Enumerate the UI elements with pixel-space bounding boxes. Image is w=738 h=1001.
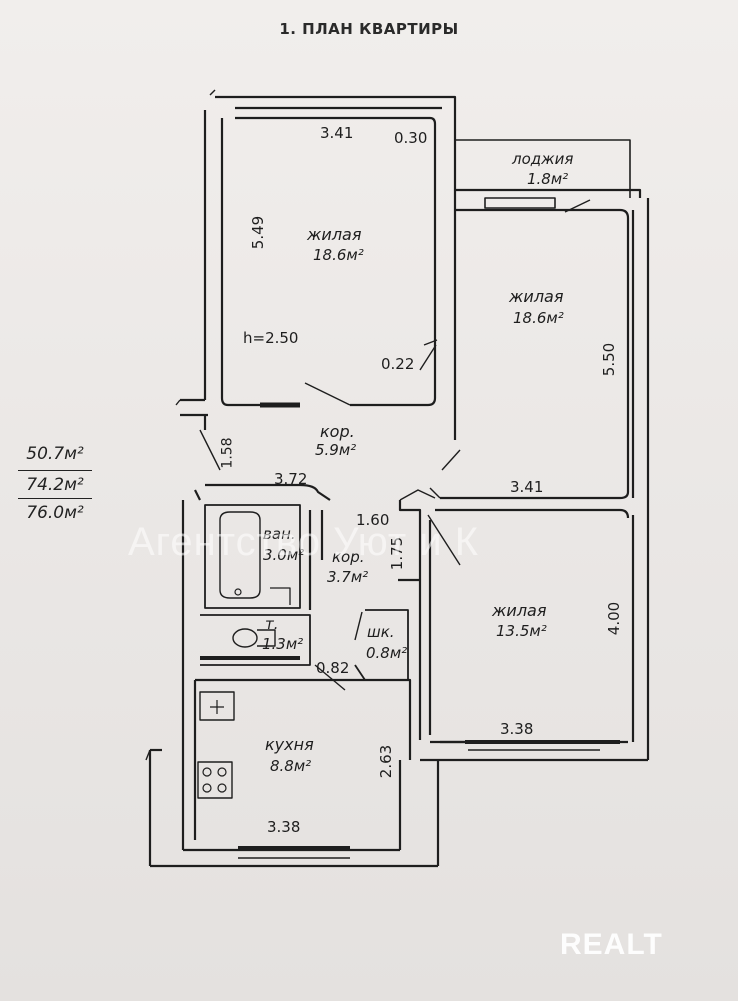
room-corridor-1-name: кор. xyxy=(320,422,355,441)
dim-living2-length: 5.50 xyxy=(600,342,619,377)
area-living: 50.7м² xyxy=(26,444,84,464)
dim-living3-length: 4.00 xyxy=(605,601,624,636)
area-total-full: 76.0м² xyxy=(18,498,92,522)
area-total: 74.2м² xyxy=(18,470,92,494)
dim-door-082: 0.82 xyxy=(316,659,350,677)
room-kitchen-name: кухня xyxy=(265,735,314,754)
room-toilet-name: т. xyxy=(265,615,279,633)
dim-living3-width: 3.38 xyxy=(500,720,534,738)
room-corridor-2-name: кор. xyxy=(332,548,365,566)
room-loggia-name: лоджия xyxy=(512,150,574,168)
dim-wall-030: 0.30 xyxy=(394,129,428,147)
room-living-1-name: жилая xyxy=(307,225,362,244)
inner-corridor-walls xyxy=(398,489,630,740)
room-corridor-2-area: 3.7м² xyxy=(327,568,369,586)
room-closet-name: шк. xyxy=(367,623,395,641)
bath-walls xyxy=(204,504,324,610)
dim-wall-022: 0.22 xyxy=(381,355,415,373)
kitchen-walls xyxy=(150,678,412,859)
dim-kitchen-length: 2.63 xyxy=(377,744,396,779)
room-living-2-area: 18.6м² xyxy=(513,309,564,327)
dim-corridor-158: 1.58 xyxy=(219,437,236,469)
dim-corridor-372: 3.72 xyxy=(274,470,308,488)
room-kitchen-area: 8.8м² xyxy=(270,757,312,775)
room-closet-area: 0.8м² xyxy=(366,644,408,662)
room-living-2-name: жилая xyxy=(509,287,564,306)
room-living-3-area: 13.5м² xyxy=(496,622,547,640)
room-toilet-area: 1.3м² xyxy=(262,635,304,653)
room-living-1-area: 18.6м² xyxy=(313,246,364,264)
page-title: 1. ПЛАН КВАРТИРЫ xyxy=(279,20,459,38)
room-corridor-1-area: 5.9м² xyxy=(315,441,357,459)
wall-details xyxy=(145,89,221,761)
room-living-1-walls xyxy=(220,116,438,408)
dim-corridor-160: 1.60 xyxy=(356,511,390,529)
room-bath-name: ван. xyxy=(263,525,296,543)
dim-living1-length: 5.49 xyxy=(249,215,268,250)
toilet-walls xyxy=(200,614,346,691)
agency-watermark: Агентство Уют и К xyxy=(128,520,480,564)
area-summary: 50.7м² 74.2м² 76.0м² xyxy=(18,446,92,522)
corridor-walls xyxy=(194,415,331,501)
ceiling-height: h=2.50 xyxy=(243,329,299,347)
dim-living1-width: 3.41 xyxy=(320,124,354,142)
dim-living2-width: 3.41 xyxy=(510,478,544,496)
room-living-3-walls xyxy=(440,740,620,751)
room-living-3-name: жилая xyxy=(492,601,547,620)
room-loggia-area: 1.8м² xyxy=(527,170,569,188)
room-living-2-walls xyxy=(429,208,630,500)
brand-logo: REALT xyxy=(560,928,663,961)
dim-kitchen-width: 3.38 xyxy=(267,818,301,836)
room-bath-area: 3.0м² xyxy=(263,546,305,564)
